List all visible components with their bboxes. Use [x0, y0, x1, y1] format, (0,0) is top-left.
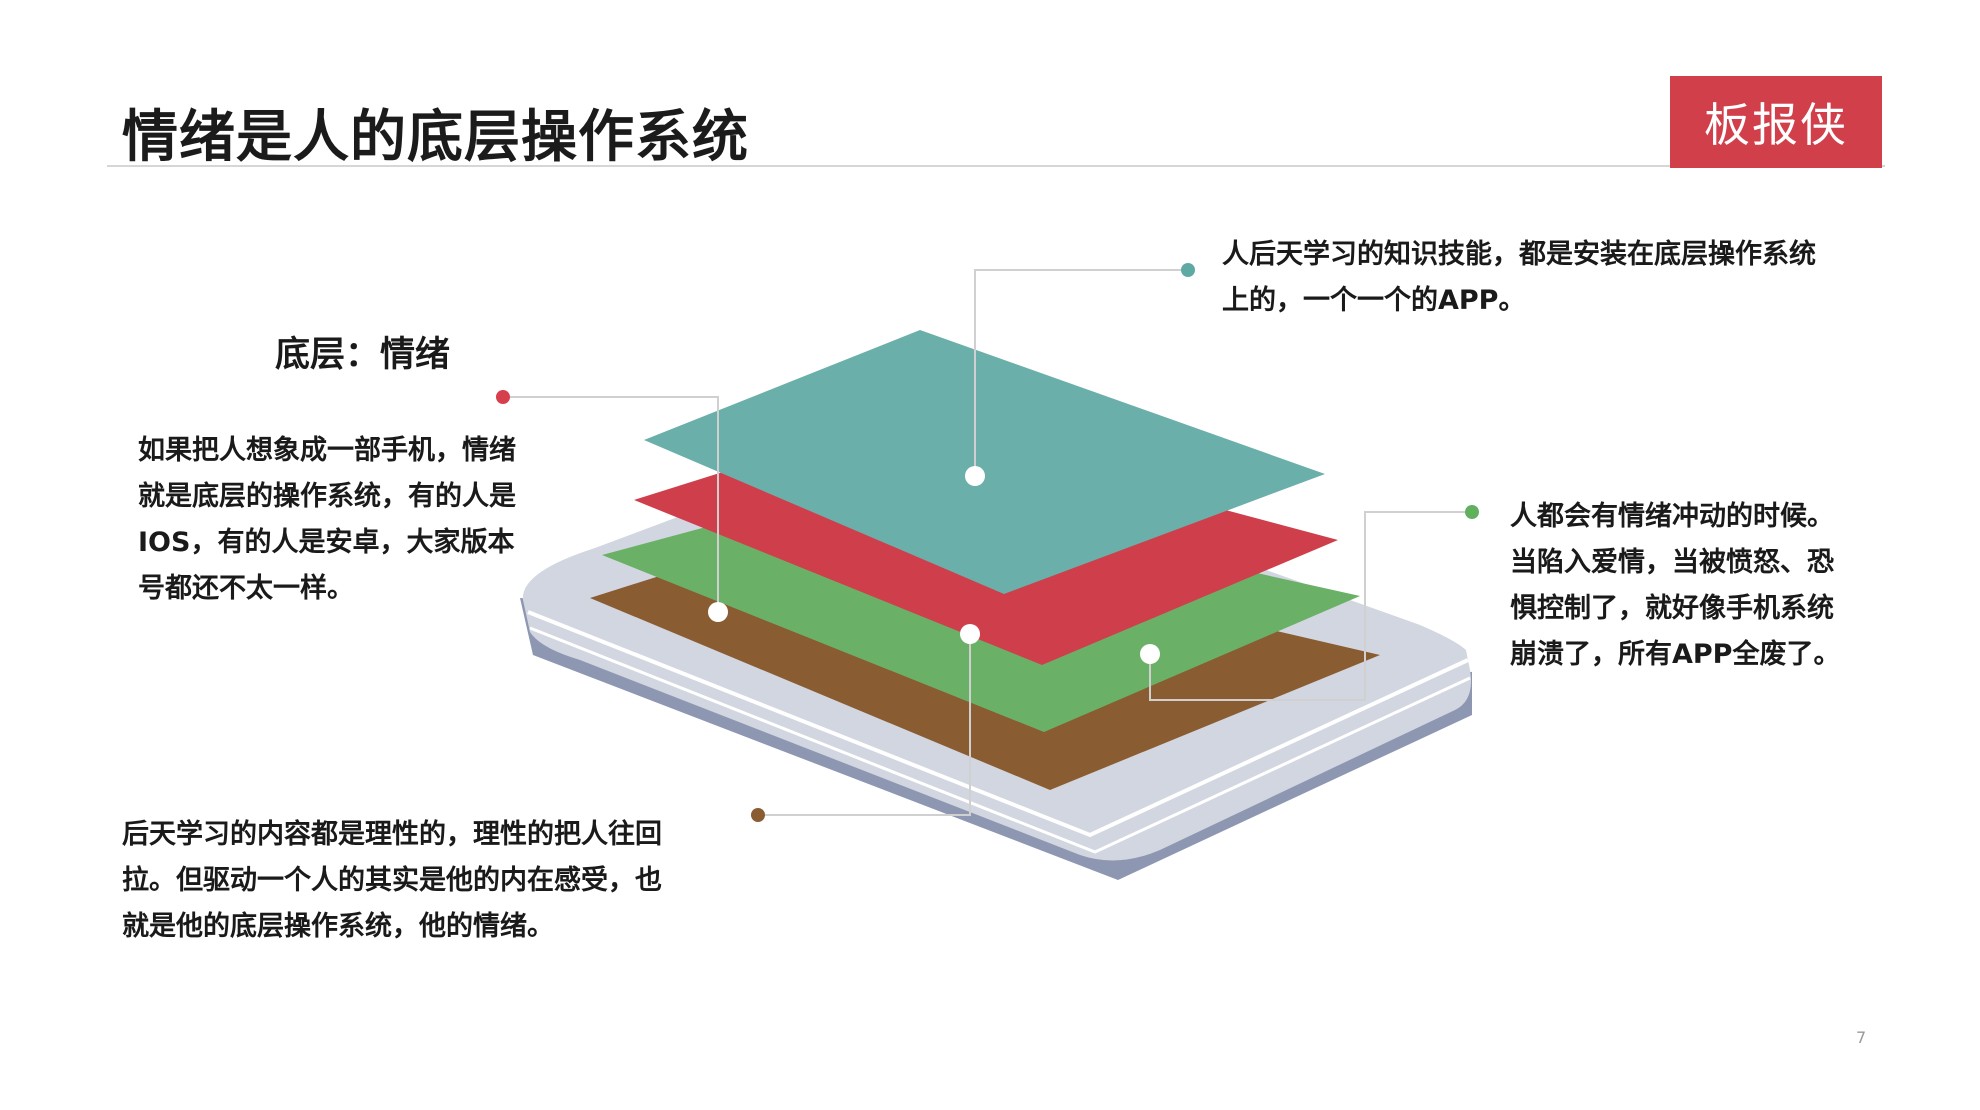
page-title: 情绪是人的底层操作系统 [122, 105, 749, 170]
phone-edge-line-2 [529, 626, 1471, 854]
annotation-line: 号都还不太一样。 [138, 573, 354, 604]
left-heading: 底层：情绪 [275, 335, 451, 375]
annotation-line: 人后天学习的知识技能，都是安装在底层操作系统 [1222, 239, 1816, 270]
phone-edge-line [527, 610, 1469, 838]
page-number: 7 [1856, 1028, 1867, 1047]
layer-teal [644, 330, 1325, 594]
annotation-bottom-left: 后天学习的内容都是理性的，理性的把人往回 拉。但驱动一个人的其实是他的内在感受，… [122, 812, 662, 950]
annotation-line: 人都会有情绪冲动的时候。 [1510, 501, 1834, 532]
marker-dot-red [496, 390, 510, 404]
layer-dot-red [1140, 644, 1160, 664]
annotation-line: 当陷入爱情，当被愤怒、恐 [1510, 547, 1834, 578]
layer-dot-green [708, 602, 728, 622]
connector-left [503, 396, 719, 612]
layer-dot-green-2 [960, 624, 980, 644]
annotation-line: 崩溃了，所有APP全废了。 [1510, 639, 1841, 670]
brand-logo: 板报侠 [1670, 76, 1882, 168]
annotation-top-right: 人后天学习的知识技能，都是安装在底层操作系统 上的，一个一个的APP。 [1222, 232, 1816, 324]
annotation-line: 就是他的底层操作系统，他的情绪。 [122, 911, 554, 942]
annotation-line: 如果把人想象成一部手机，情绪 [138, 435, 516, 466]
annotation-left: 如果把人想象成一部手机，情绪 就是底层的操作系统，有的人是 IOS，有的人是安卓… [138, 428, 516, 612]
marker-dot-teal [1181, 263, 1195, 277]
connector-right [1149, 511, 1472, 701]
connector-bottom [758, 634, 971, 816]
annotation-line: 就是底层的操作系统，有的人是 [138, 481, 516, 512]
title-divider [107, 165, 1885, 167]
layer-dot-teal [965, 466, 985, 486]
connector-top [974, 269, 1188, 476]
marker-dot-green [1465, 505, 1479, 519]
marker-dot-brown [751, 808, 765, 822]
annotation-right: 人都会有情绪冲动的时候。 当陷入爱情，当被愤怒、恐 惧控制了，就好像手机系统 崩… [1510, 494, 1840, 678]
annotation-line: 惧控制了，就好像手机系统 [1510, 593, 1834, 624]
annotation-line: 上的，一个一个的APP。 [1222, 285, 1526, 316]
annotation-line: 拉。但驱动一个人的其实是他的内在感受，也 [122, 865, 662, 896]
annotation-line: IOS，有的人是安卓，大家版本 [138, 527, 515, 558]
annotation-line: 后天学习的内容都是理性的，理性的把人往回 [122, 819, 662, 850]
